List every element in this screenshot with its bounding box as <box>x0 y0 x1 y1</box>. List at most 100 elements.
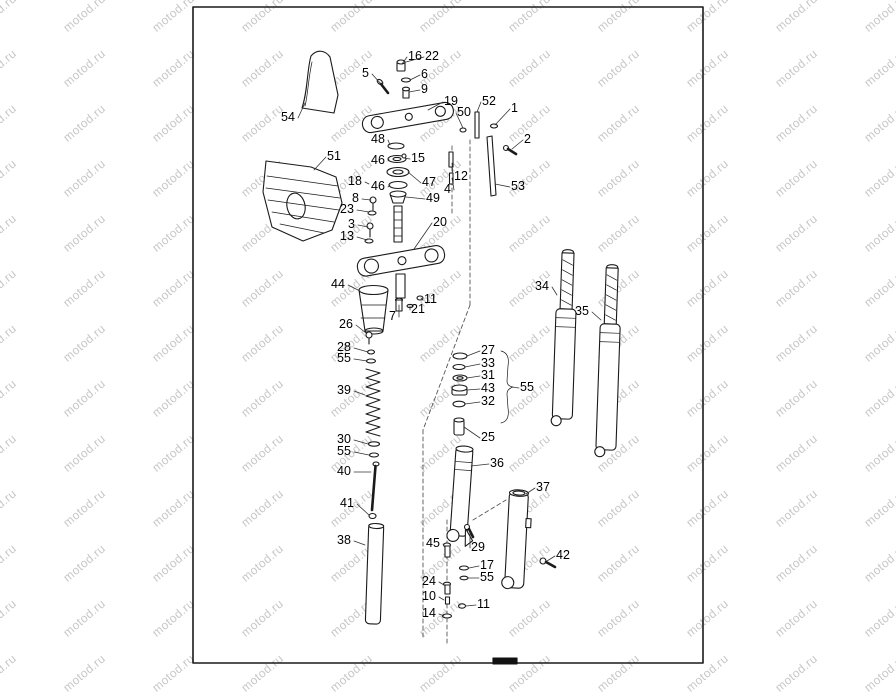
part-label-21: 21 <box>411 302 425 316</box>
part-label-29: 29 <box>471 540 485 554</box>
part-label-53: 53 <box>511 179 525 193</box>
diagram-border <box>192 6 704 664</box>
part-label-55: 55 <box>480 570 494 584</box>
leader-line <box>511 139 524 150</box>
leader-line <box>464 401 481 405</box>
leader-line <box>494 183 511 188</box>
damper-rod <box>368 461 380 520</box>
leader-line <box>427 101 444 111</box>
leader-line <box>438 613 445 617</box>
part-label-7: 7 <box>389 309 396 323</box>
part-label-6: 6 <box>421 67 428 81</box>
part-label-9: 9 <box>421 82 428 96</box>
leader-line <box>355 324 367 334</box>
leader-line <box>420 297 424 301</box>
leader-line <box>413 222 433 250</box>
part-label-54: 54 <box>281 110 295 124</box>
handlebar-bracket <box>301 50 339 114</box>
part-label-31: 31 <box>481 368 495 382</box>
leader-line <box>476 101 482 113</box>
part-label-19: 19 <box>444 94 458 108</box>
leader-line <box>403 157 411 160</box>
leader-line <box>347 284 361 292</box>
leader-line <box>465 604 477 607</box>
part-label-14: 14 <box>422 606 436 620</box>
part-label-16: 16 <box>408 49 422 63</box>
leader-line <box>407 171 422 184</box>
leader-line <box>455 112 464 129</box>
leader-line <box>356 236 368 241</box>
leader-line <box>297 102 306 119</box>
part-label-25: 25 <box>481 430 495 444</box>
leader-line <box>405 196 426 200</box>
part-label-50: 50 <box>457 105 471 119</box>
part-label-4: 4 <box>444 182 451 196</box>
frame-mark <box>492 657 518 665</box>
part-label-30: 30 <box>337 432 351 446</box>
part-label-45: 45 <box>426 536 440 550</box>
part-label-3: 3 <box>348 217 355 231</box>
leader-lines-layer <box>297 56 602 617</box>
part-label-35: 35 <box>575 304 589 318</box>
part-label-28: 28 <box>337 340 351 354</box>
spring-seat-parts <box>367 441 381 458</box>
part-label-13: 13 <box>340 229 354 243</box>
part-label-42: 42 <box>556 548 570 562</box>
part-label-18: 18 <box>348 174 362 188</box>
part-label-11: 11 <box>477 597 490 611</box>
leader-line <box>364 181 370 185</box>
leader-line <box>525 487 536 495</box>
part-label-41: 41 <box>340 496 354 510</box>
part-label-17: 17 <box>480 558 494 572</box>
leader-line <box>546 555 556 562</box>
part-label-34: 34 <box>535 279 549 293</box>
leader-line <box>387 184 391 188</box>
part-label-12: 12 <box>454 169 468 183</box>
leader-line <box>451 177 455 191</box>
leader-line <box>591 311 602 321</box>
part-label-33: 33 <box>481 356 495 370</box>
leader-line <box>468 565 480 569</box>
diagram-canvas <box>192 6 704 665</box>
part-label-10: 10 <box>422 589 436 603</box>
leader-line <box>371 73 382 85</box>
leader-line <box>463 426 481 439</box>
part-label-20: 20 <box>433 215 447 229</box>
part-label-23: 23 <box>340 202 354 216</box>
bottom-bridge <box>356 245 446 312</box>
part-label-55: 55 <box>337 351 351 365</box>
leader-line <box>494 108 511 126</box>
part-label-32: 32 <box>481 394 495 408</box>
leader-line <box>470 463 490 467</box>
leader-line <box>408 89 421 93</box>
leader-line <box>438 581 445 586</box>
leader-line <box>356 503 370 516</box>
leader-line <box>438 596 445 601</box>
part-label-37: 37 <box>536 480 550 494</box>
fork-boot <box>358 284 389 335</box>
outer-slider-tube <box>501 489 532 590</box>
leader-line <box>451 162 454 178</box>
part-label-46: 46 <box>371 153 385 167</box>
fork-assembly-left <box>550 249 577 427</box>
fork-spring <box>365 368 381 437</box>
part-label-27: 27 <box>481 343 495 357</box>
part-label-44: 44 <box>331 277 345 291</box>
part-label-24: 24 <box>422 574 436 588</box>
part-label-36: 36 <box>490 456 504 470</box>
leader-line <box>353 451 370 456</box>
leader-line <box>405 56 425 63</box>
leader-line <box>353 439 369 445</box>
leader-line <box>357 224 369 228</box>
part-label-55: 55 <box>337 444 351 458</box>
inner-tube <box>364 522 385 625</box>
part-label-39: 39 <box>337 383 351 397</box>
leader-line <box>511 386 520 389</box>
leader-line <box>551 286 558 296</box>
part-label-47: 47 <box>422 175 436 189</box>
part-label-52: 52 <box>482 94 496 108</box>
leader-line <box>442 543 446 549</box>
part-label-15: 15 <box>411 151 425 165</box>
leader-line <box>361 198 372 201</box>
